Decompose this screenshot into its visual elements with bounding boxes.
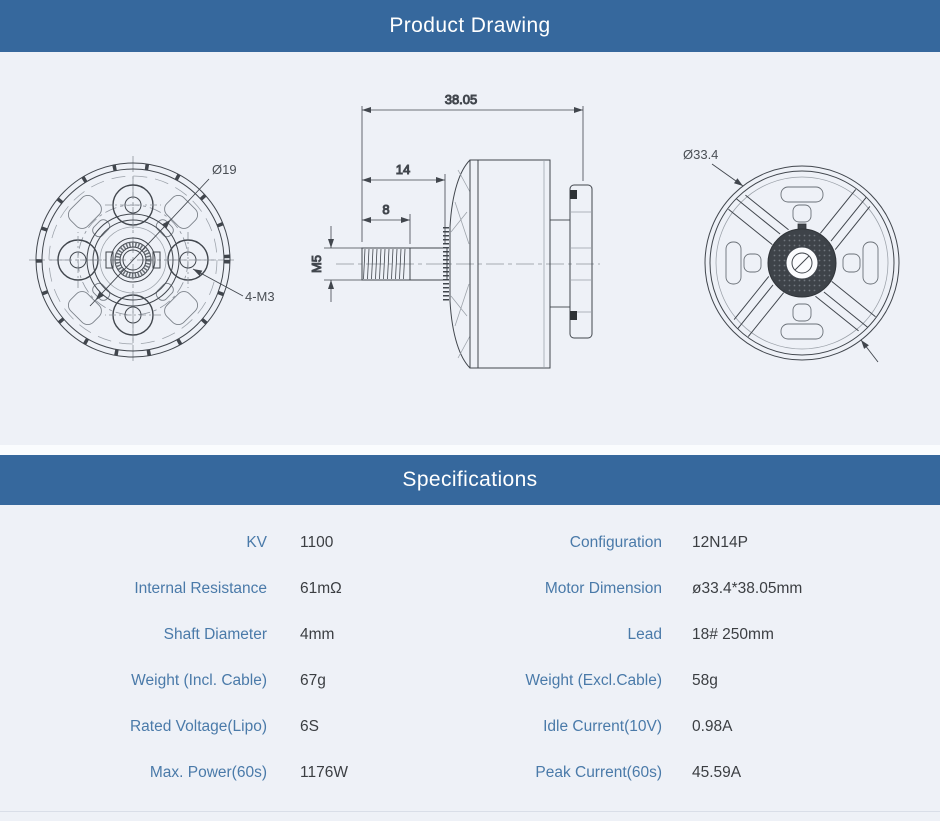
- spec-value: 45.59A: [692, 764, 742, 781]
- page-bottom-divider: [0, 811, 940, 821]
- product-drawing-title: Product Drawing: [389, 14, 551, 37]
- dim-label-overall-length: 38.05: [445, 92, 478, 107]
- spec-label: Internal Resistance: [134, 580, 267, 597]
- spec-value: 0.98A: [692, 718, 733, 735]
- spec-label: Rated Voltage(Lipo): [129, 718, 267, 735]
- spec-value: 58g: [692, 672, 718, 689]
- dim-label-shaft-length: 14: [396, 162, 410, 177]
- spec-row: KV 1100 Configuration 12N14P: [0, 520, 940, 566]
- dim-label-front-diameter: Ø19: [212, 162, 237, 177]
- spec-value: 6S: [300, 718, 319, 735]
- spec-label: Configuration: [569, 534, 662, 551]
- spec-label: Idle Current(10V): [543, 718, 662, 735]
- spec-value: 1176W: [300, 764, 348, 781]
- section-divider: [0, 445, 940, 455]
- spec-value: 4mm: [300, 626, 335, 643]
- spec-label: KV: [246, 534, 267, 551]
- spec-label: Motor Dimension: [544, 580, 662, 597]
- spec-label: Max. Power(60s): [149, 764, 267, 781]
- spec-row: Max. Power(60s) 1176W Peak Current(60s) …: [0, 750, 940, 796]
- spec-label: Lead: [627, 626, 662, 643]
- spec-label: Shaft Diameter: [163, 626, 267, 643]
- spec-row: Rated Voltage(Lipo) 6S Idle Current(10V)…: [0, 704, 940, 750]
- dim-label-mount-holes: 4-M3: [245, 289, 275, 304]
- dim-label-thread-length: 8: [382, 202, 389, 217]
- spec-value: 18# 250mm: [692, 626, 774, 643]
- spec-label: Peak Current(60s): [535, 764, 662, 781]
- product-drawing-header: Product Drawing: [0, 0, 940, 52]
- spec-row: Shaft Diameter 4mm Lead 18# 250mm: [0, 612, 940, 658]
- spec-row: Internal Resistance 61mΩ Motor Dimension…: [0, 566, 940, 612]
- technical-drawing: Ø19 4-M3: [29, 92, 900, 369]
- spec-value: ø33.4*38.05mm: [692, 580, 803, 597]
- spec-value: 67g: [300, 672, 326, 689]
- spec-label: Weight (Excl.Cable): [525, 672, 662, 689]
- spec-row: Weight (Incl. Cable) 67g Weight (Excl.Ca…: [0, 658, 940, 704]
- front-view-drawing: Ø19 4-M3: [29, 156, 275, 364]
- rear-view-drawing: Ø33.4: [683, 147, 900, 363]
- spec-value: 1100: [300, 534, 334, 551]
- spec-value: 61mΩ: [300, 580, 342, 597]
- spec-label: Weight (Incl. Cable): [131, 672, 267, 689]
- specifications-table: KV 1100 Configuration 12N14P Internal Re…: [0, 505, 940, 811]
- product-drawing-section: Ø19 4-M3: [0, 52, 940, 445]
- spec-value: 12N14P: [692, 534, 749, 551]
- side-view-drawing: 38.05 14 8: [309, 92, 600, 369]
- specifications-title: Specifications: [402, 468, 538, 491]
- specifications-header: Specifications: [0, 455, 940, 505]
- dim-label-rear-diameter: Ø33.4: [683, 147, 718, 162]
- dim-label-thread-spec: M5: [309, 255, 324, 273]
